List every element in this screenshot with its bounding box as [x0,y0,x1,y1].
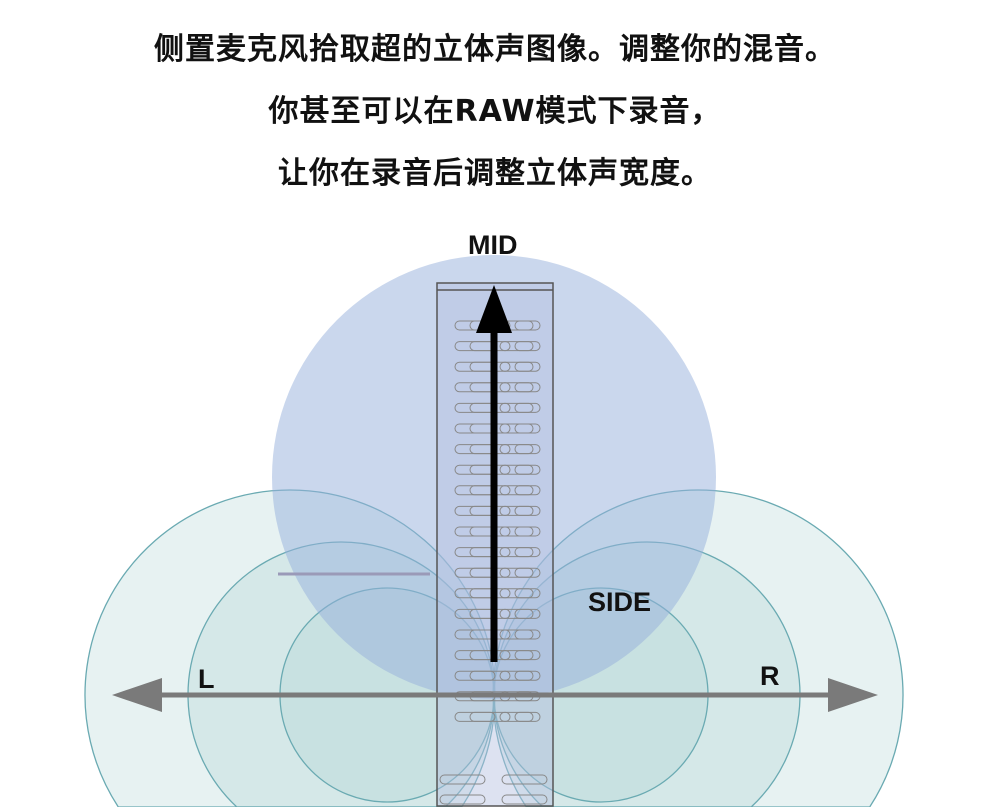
left-label: L [198,664,215,694]
grille-slot [469,588,511,599]
grille-slot [501,774,548,785]
right-label: R [760,661,780,691]
grille-slot [514,320,534,331]
grille-slot [514,402,534,413]
right-arrowhead-icon [828,678,878,712]
grille-slot [469,485,511,496]
grille-slot [469,382,511,393]
description-line-3: 让你在录音后调整立体声宽度。 [278,156,712,191]
grille-slot [514,567,534,578]
grille-slot [514,341,534,352]
grille-slot [514,629,534,640]
grille-slot [469,711,511,722]
description-line-1: 侧置麦克风拾取超的立体声图像。调整你的混音。 [154,32,836,67]
grille-slot [514,588,534,599]
grille-slot [514,423,534,434]
grille-slot [514,485,534,496]
grille-slot [501,794,548,805]
grille-slot [514,526,534,537]
grille-slot [469,526,511,537]
grille-slot [469,505,511,516]
grille-slot [469,629,511,640]
grille-slot [469,608,511,619]
grille-slot [469,650,511,661]
grille-slot [469,670,511,681]
grille-slot [439,794,486,805]
grille-slot [514,505,534,516]
grille-slot [514,547,534,558]
grille-slot [514,670,534,681]
grille-slot [514,608,534,619]
grille-slot [469,547,511,558]
grille-slot [514,650,534,661]
grille-slot [469,464,511,475]
grille-slot [469,423,511,434]
up-arrowhead-icon [476,285,512,333]
side-label: SIDE [588,587,651,617]
grille-slot [439,774,486,785]
grille-slot [514,382,534,393]
grille-slot [514,711,534,722]
grille-slot [469,402,511,413]
grille-slot [469,341,511,352]
mid-label: MID [468,230,518,260]
grille-slot [469,567,511,578]
grille-slot [514,444,534,455]
grille-slot [469,444,511,455]
grille-slot [514,361,534,372]
left-arrowhead-icon [112,678,162,712]
grille-slot [514,464,534,475]
description-line-2: 你甚至可以在RAW模式下录音， [268,94,722,129]
mid-arrow [476,285,512,662]
grille-slot [469,361,511,372]
lr-axis [112,678,878,712]
